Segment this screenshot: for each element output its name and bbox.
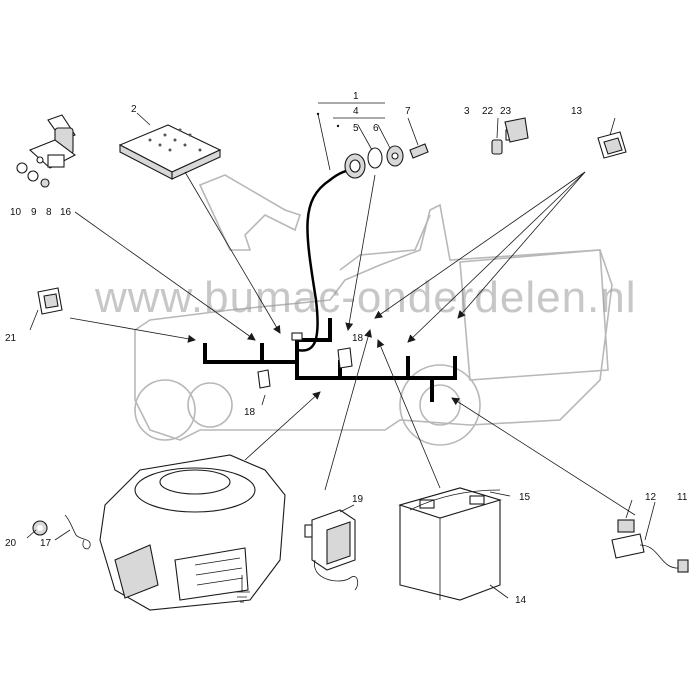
ignition-switch-assembly: [16, 114, 77, 188]
switch-parts: [491, 117, 529, 155]
washer-and-wire: [32, 514, 91, 550]
label-20: 20: [5, 538, 17, 549]
label-4: 4: [353, 106, 359, 117]
label-14: 14: [515, 595, 527, 606]
leader-lines: [26, 112, 656, 599]
label-23: 23: [500, 106, 512, 117]
label-1: 1: [353, 91, 359, 102]
label-3: 3: [464, 106, 470, 117]
label-7: 7: [405, 106, 411, 117]
label-15: 15: [519, 492, 531, 503]
label-6: 6: [373, 123, 379, 134]
lawn-tractor-outline: [134, 174, 613, 446]
label-2: 2: [131, 104, 137, 115]
label-13: 13: [571, 106, 583, 117]
label-22: 22: [482, 106, 494, 117]
label-11: 11: [677, 492, 688, 503]
relay-part: [597, 131, 627, 159]
connector-21: [37, 287, 63, 315]
label-17: 17: [40, 538, 52, 549]
label-10: 10: [10, 207, 22, 218]
battery-charger: [304, 509, 359, 591]
wiring-harness: [203, 168, 457, 402]
label-21: 21: [5, 333, 17, 344]
label-18b: 18: [244, 407, 256, 418]
label-19: 19: [352, 494, 364, 505]
sensor-and-wire: [611, 519, 689, 573]
group-bracket: [316, 102, 385, 171]
engine: [99, 454, 286, 611]
clip-18: [257, 347, 353, 389]
circuit-board: [118, 124, 222, 180]
label-16: 16: [60, 207, 72, 218]
label-18a: 18: [352, 333, 364, 344]
label-9: 9: [31, 207, 37, 218]
label-8: 8: [46, 207, 52, 218]
label-5: 5: [353, 123, 359, 134]
battery: [398, 487, 502, 601]
label-12: 12: [645, 492, 657, 503]
watermark: www.bumac-onderdelen.nl: [94, 273, 637, 322]
key-switch-parts: [344, 143, 429, 179]
part-number-labels: 1 4 2 5 6 7 3 22 23 13 10 9 8 16 21 18 1…: [5, 91, 688, 606]
